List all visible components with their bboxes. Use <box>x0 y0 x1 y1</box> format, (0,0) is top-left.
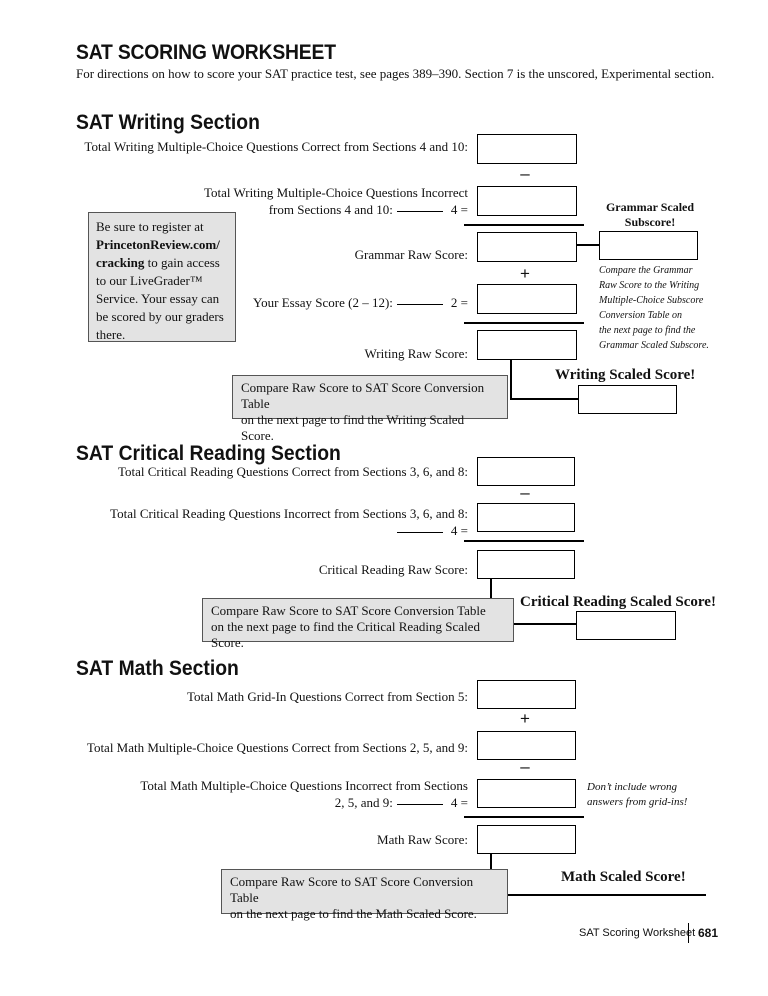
essay-score-field[interactable] <box>477 284 577 314</box>
plus-sign: + <box>520 709 530 728</box>
minus-sign: – <box>520 757 530 776</box>
writing-mc-incorrect-field[interactable] <box>477 186 577 216</box>
divider-line <box>464 322 584 324</box>
divider-line <box>464 816 584 818</box>
grammar-raw-label: Grammar Raw Score: <box>354 247 468 262</box>
math-compare-box: Compare Raw Score to SAT Score Conversio… <box>221 869 508 921</box>
writing-compare-box: Compare Raw Score to SAT Score Conversio… <box>232 375 508 443</box>
math-raw-field[interactable] <box>477 825 576 854</box>
reading-compare-box: Compare Raw Score to SAT Score Conversio… <box>202 598 514 650</box>
grammar-note: Compare the Grammar Raw Score to the Wri… <box>599 265 709 351</box>
minus-sign: – <box>520 483 530 502</box>
math-heading: SAT Math Section <box>76 657 239 680</box>
writing-scaled-field[interactable] <box>578 385 677 414</box>
writing-raw-field[interactable] <box>477 330 577 360</box>
page-intro: For directions on how to score your SAT … <box>76 66 715 81</box>
livegrader-sidebar: Be sure to register at PrincetonReview.c… <box>88 212 236 342</box>
connector-line <box>510 398 578 400</box>
math-raw-label: Math Raw Score: <box>377 832 468 847</box>
page-title: SAT SCORING WORKSHEET <box>76 41 336 64</box>
writing-mc-incorrect-label: Total Writing Multiple-Choice Questions … <box>203 185 468 217</box>
math-mc-incorrect-label: Total Math Multiple-Choice Questions Inc… <box>140 778 468 810</box>
connector-line <box>577 244 599 246</box>
grammar-scaled-field[interactable] <box>599 231 698 260</box>
connector-line <box>490 894 706 896</box>
reading-incorrect-label: Total Critical Reading Questions Incorre… <box>110 506 468 538</box>
connector-line <box>490 623 576 625</box>
gridin-note: Don’t include wrong answers from grid-in… <box>587 781 688 808</box>
footer-divider <box>688 923 689 943</box>
essay-score-label: Your Essay Score (2 – 12):2 = <box>253 295 468 310</box>
writing-raw-label: Writing Raw Score: <box>364 346 468 361</box>
writing-mc-correct-field[interactable] <box>477 134 577 164</box>
connector-line <box>510 360 512 400</box>
plus-sign: + <box>520 264 530 283</box>
math-gridin-label: Total Math Grid-In Questions Correct fro… <box>186 689 468 704</box>
reading-incorrect-field[interactable] <box>477 503 575 532</box>
divider-line <box>464 540 584 542</box>
reading-scaled-field[interactable] <box>576 611 676 640</box>
footer-label: SAT Scoring Worksheet <box>579 927 696 939</box>
writing-scaled-label: Writing Scaled Score! <box>555 367 696 383</box>
writing-mc-correct-label: Total Writing Multiple-Choice Questions … <box>84 139 468 154</box>
reading-raw-field[interactable] <box>477 550 575 579</box>
math-scaled-label: Math Scaled Score! <box>561 869 686 885</box>
math-mc-incorrect-field[interactable] <box>477 779 576 808</box>
reading-raw-label: Critical Reading Raw Score: <box>318 562 468 577</box>
math-gridin-field[interactable] <box>477 680 576 709</box>
reading-scaled-label: Critical Reading Scaled Score! <box>520 594 716 610</box>
minus-sign: – <box>520 164 530 183</box>
reading-correct-field[interactable] <box>477 457 575 486</box>
math-mc-correct-field[interactable] <box>477 731 576 760</box>
math-mc-correct-label: Total Math Multiple-Choice Questions Cor… <box>86 740 468 755</box>
page-number: 681 <box>698 926 719 940</box>
writing-heading: SAT Writing Section <box>76 111 260 134</box>
grammar-scaled-label: Grammar Scaled Subscore! <box>605 200 695 229</box>
divider-line <box>464 224 584 226</box>
reading-heading: SAT Critical Reading Section <box>76 442 341 465</box>
reading-correct-label: Total Critical Reading Questions Correct… <box>117 464 468 479</box>
grammar-raw-field[interactable] <box>477 232 577 262</box>
